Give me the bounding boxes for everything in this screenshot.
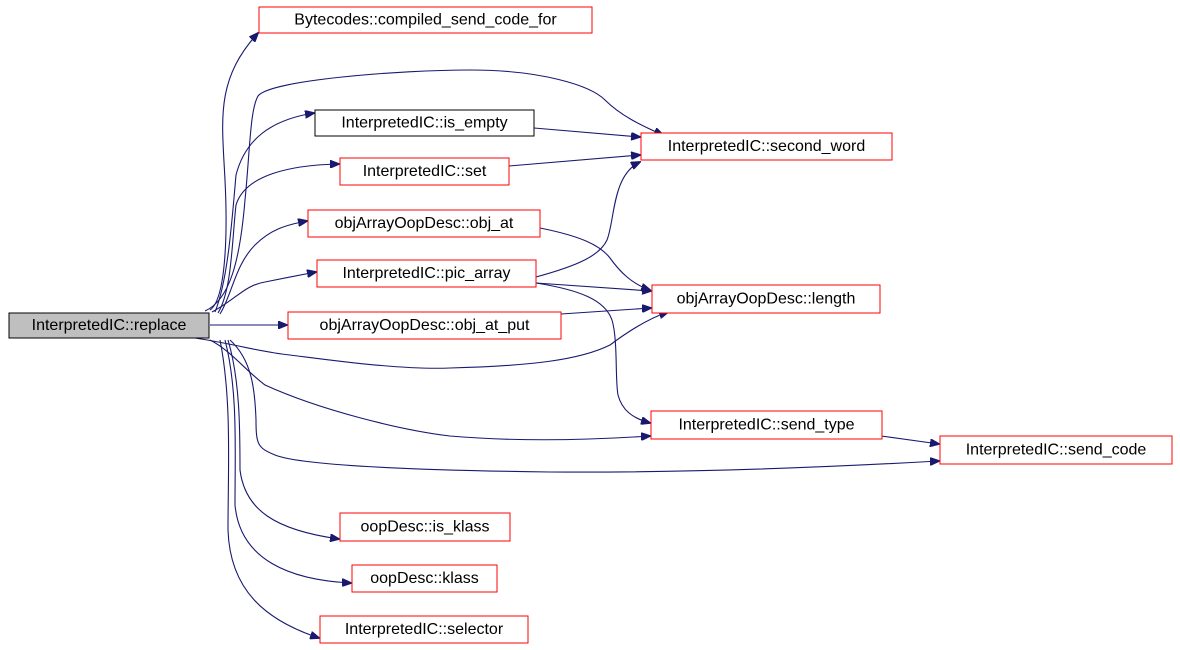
edges [194, 33, 939, 638]
edge-pic_array-send_type [535, 282, 650, 423]
node-label: InterpretedIC::is_empty [341, 115, 507, 132]
node-pic_array[interactable]: InterpretedIC::pic_array [316, 259, 537, 288]
edge-replace-klass [224, 339, 351, 583]
edge-replace-selector [219, 339, 319, 638]
edge-replace-is_klass [227, 339, 339, 539]
node-bytecodes[interactable]: Bytecodes::compiled_send_code_for [258, 6, 593, 34]
node-is_klass[interactable]: oopDesc::is_klass [339, 512, 511, 542]
node-label: objArrayOopDesc::obj_at_put [320, 317, 530, 334]
node-label: InterpretedIC::selector [345, 621, 504, 638]
node-label: InterpretedIC::replace [32, 317, 187, 334]
edge-replace-pic_array [211, 272, 316, 313]
edge-is_empty-second_word [533, 127, 640, 137]
node-klass[interactable]: oopDesc::klass [351, 564, 498, 593]
edge-pic_array-length [535, 282, 651, 291]
edge-replace-bytecodes [209, 33, 258, 311]
node-obj_at_put[interactable]: objArrayOopDesc::obj_at_put [287, 311, 562, 340]
edge-replace-is_empty [214, 113, 314, 313]
node-label: objArrayOopDesc::obj_at [335, 215, 514, 232]
edge-set-second_word [508, 155, 640, 167]
node-set[interactable]: InterpretedIC::set [339, 157, 510, 186]
edge-send_type-send_code [880, 435, 939, 444]
edge-replace-send_type [209, 339, 650, 440]
node-second_word[interactable]: InterpretedIC::second_word [640, 132, 893, 161]
node-send_code[interactable]: InterpretedIC::send_code [939, 435, 1173, 465]
edge-obj_at-length [539, 227, 650, 290]
node-label: objArrayOopDesc::length [677, 291, 856, 308]
node-label: InterpretedIC::set [363, 163, 487, 180]
node-label: InterpretedIC::pic_array [342, 265, 510, 282]
node-length[interactable]: objArrayOopDesc::length [651, 284, 881, 314]
node-replace[interactable]: InterpretedIC::replace [8, 312, 210, 339]
edge-obj_at_put-length [560, 308, 651, 315]
edge-replace-second_word [204, 69, 663, 312]
node-label: Bytecodes::compiled_send_code_for [294, 12, 557, 29]
node-is_empty[interactable]: InterpretedIC::is_empty [314, 109, 535, 137]
edge-pic_array-second_word [535, 162, 640, 278]
node-label: oopDesc::klass [370, 570, 479, 587]
node-send_type[interactable]: InterpretedIC::send_type [650, 410, 883, 440]
node-label: InterpretedIC::second_word [668, 138, 865, 155]
node-label: InterpretedIC::send_code [966, 442, 1147, 459]
node-label: InterpretedIC::send_type [678, 417, 854, 434]
edge-replace-obj_at [219, 221, 307, 315]
edge-replace-set [217, 164, 339, 314]
edge-replace-send_code [229, 339, 939, 473]
node-selector[interactable]: InterpretedIC::selector [319, 615, 529, 644]
node-label: oopDesc::is_klass [361, 519, 490, 536]
node-obj_at[interactable]: objArrayOopDesc::obj_at [307, 209, 541, 238]
edge-replace-length [194, 312, 668, 369]
